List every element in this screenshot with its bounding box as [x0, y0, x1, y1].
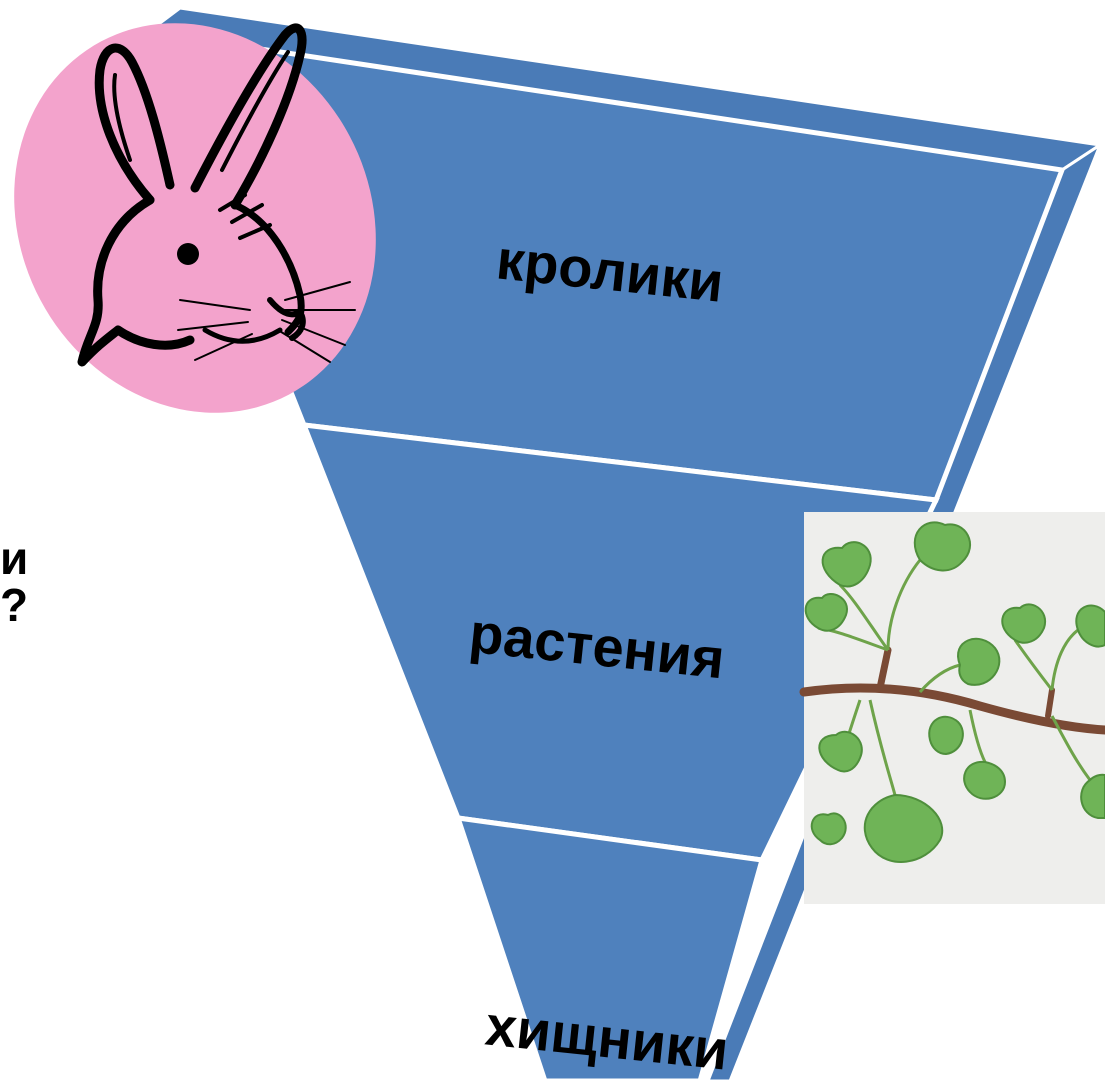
left-edge-text-line-2: ?: [0, 582, 28, 628]
left-edge-text-line-1: и: [0, 535, 28, 581]
rabbit-eye: [177, 243, 199, 265]
plant-photo: [804, 512, 1105, 904]
